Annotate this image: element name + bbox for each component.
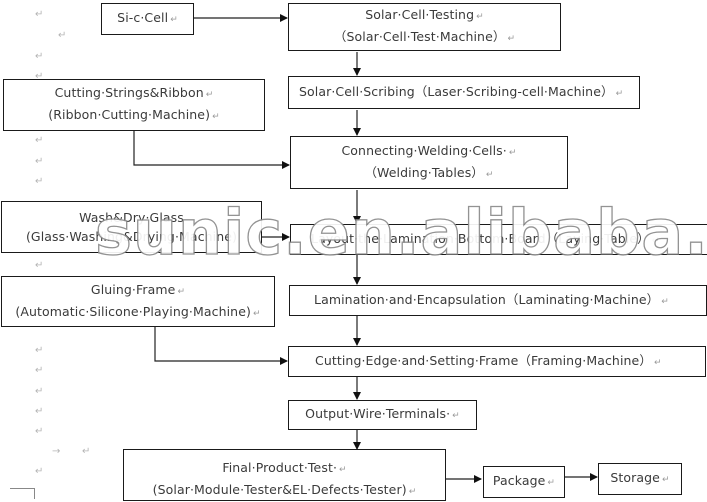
paragraph-mark: ↵ xyxy=(35,9,44,20)
node-label: Solar·Cell·Scribing（Laser·Scribing-cell·… xyxy=(299,83,614,99)
node-package: Package↵ xyxy=(483,466,565,498)
tab-mark: → xyxy=(52,446,61,457)
node-label: Lamination·and·Encapsulation（Laminating·… xyxy=(314,291,660,307)
paragraph-mark: ↵ xyxy=(35,156,44,167)
node-cutting-edge-setting-frame: Cutting·Edge·and·Setting·Frame（Framing·M… xyxy=(288,346,706,377)
paragraph-mark: ↵ xyxy=(82,446,91,457)
node-label: Output·Wire·Terminals· xyxy=(305,406,451,421)
node-label: Gluing·Frame xyxy=(90,281,176,297)
paragraph-mark: ↵ xyxy=(35,365,44,376)
node-label: Solar·Cell·Testing xyxy=(365,7,475,22)
paragraph-mark: ↵ xyxy=(35,426,44,437)
node-connecting-welding-cells: Connecting·Welding·Cells·↵ （Welding·Tabl… xyxy=(290,136,568,189)
node-final-product-test: Final·Product·Test·↵ (Solar·Module·Teste… xyxy=(123,449,446,501)
node-label: Storage xyxy=(610,470,660,485)
node-label: Cutting·Strings&Ribbon xyxy=(54,85,204,100)
node-wash-dry-glass: Wash&Dry·Glass (Glass·Washing&Drying·Mac… xyxy=(1,201,262,253)
paragraph-mark: ↵ xyxy=(35,71,44,82)
paragraph-mark: ↵ xyxy=(35,386,44,397)
node-sublabel: (Ribbon·Cutting·Machine) xyxy=(48,107,211,122)
node-label: Connecting·Welding·Cells· xyxy=(341,142,507,158)
node-label: Si-c·Cell xyxy=(117,10,169,25)
node-gluing-frame: Gluing·Frame↵ (Automatic·Silicone·Playin… xyxy=(1,276,275,327)
paragraph-mark: ↵ xyxy=(35,466,44,477)
node-sublabel: (Solar·Module·Tester&EL·Defects·Tester) xyxy=(152,482,407,497)
paragraph-mark: ↵ xyxy=(35,135,44,146)
paragraph-mark: ↵ xyxy=(35,406,44,417)
node-solar-cell-testing: Solar·Cell·Testing↵ （Solar·Cell·Test·Mac… xyxy=(288,3,561,51)
node-label: Wash&Dry·Glass xyxy=(79,210,184,225)
paragraph-mark: ↵ xyxy=(35,51,44,62)
node-si-c-cell: Si-c·Cell↵ xyxy=(101,3,194,35)
page-corner-mark xyxy=(10,488,35,499)
node-sublabel: （Solar·Cell·Test·Machine） xyxy=(333,29,506,44)
node-sublabel: (Glass·Washing&Drying·Machine) xyxy=(25,229,238,244)
node-output-wire-terminals: Output·Wire·Terminals·↵ xyxy=(288,400,477,430)
watermark-text: sunic.en.alibaba.com xyxy=(94,196,707,269)
paragraph-mark: ↵ xyxy=(35,345,44,356)
paragraph-mark: ↵ xyxy=(58,30,67,41)
node-label: Package xyxy=(492,473,546,488)
node-solar-cell-scribing: Solar·Cell·Scribing（Laser·Scribing-cell·… xyxy=(288,76,640,109)
paragraph-mark: ↵ xyxy=(35,176,44,187)
node-label: Final·Product·Test· xyxy=(222,460,338,475)
node-label: Layout·the·Lamination·Bottom·Board（Layin… xyxy=(311,230,650,246)
paragraph-mark: ↵ xyxy=(35,260,44,271)
node-sublabel: (Automatic·Silicone·Playing·Machine) xyxy=(15,303,251,319)
node-label: Cutting·Edge·and·Setting·Frame（Framing·M… xyxy=(315,352,652,368)
node-cutting-strings-ribbon: Cutting·Strings&Ribbon↵ (Ribbon·Cutting·… xyxy=(3,79,265,131)
node-lamination-encapsulation: Lamination·and·Encapsulation（Laminating·… xyxy=(289,285,707,316)
node-storage: Storage↵ xyxy=(598,463,682,495)
node-layout-lamination-board: Layout·the·Lamination·Bottom·Board（Layin… xyxy=(290,224,707,255)
node-sublabel: （Welding·Tables） xyxy=(364,164,484,180)
